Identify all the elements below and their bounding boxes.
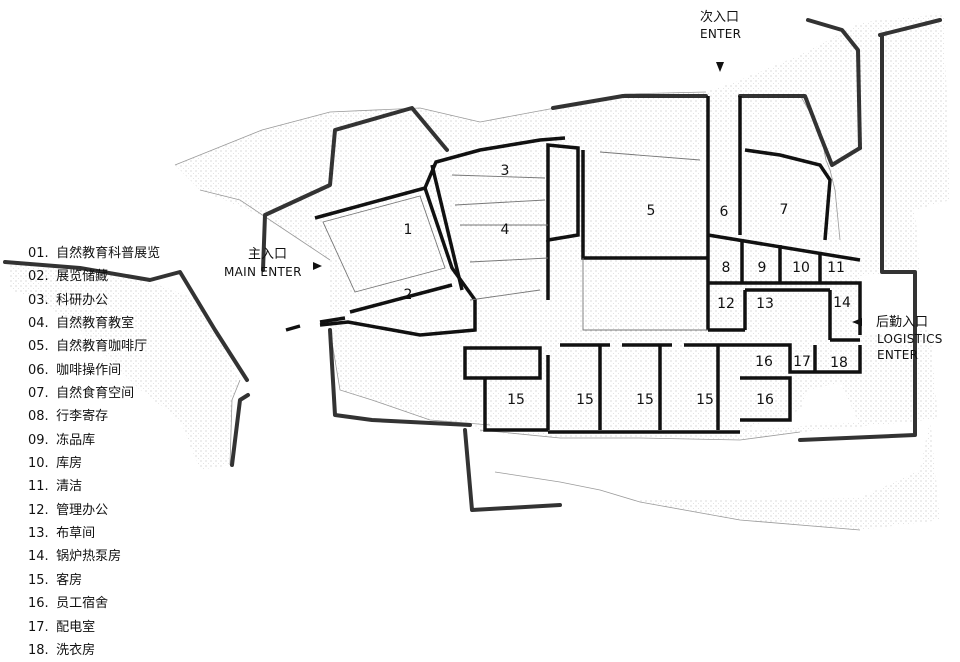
- room-label: 11: [827, 260, 845, 276]
- room-label: 15: [576, 392, 594, 408]
- room-label: 3: [501, 163, 510, 179]
- legend-item: 01. 自然教育科普展览: [28, 246, 161, 261]
- room-label: 4: [501, 222, 510, 238]
- logistics-entrance-label-en1: LOGISTICS: [877, 332, 943, 346]
- room-label: 13: [756, 296, 774, 312]
- room-label: 7: [780, 202, 789, 218]
- legend-item: 06. 咖啡操作间: [28, 362, 122, 378]
- main-entrance-label-en: MAIN ENTER: [224, 265, 302, 279]
- legend-item: 11. 清洁: [28, 479, 83, 495]
- site-contours: [174, 91, 861, 531]
- room-label: 10: [792, 260, 810, 276]
- room-label: 16: [755, 354, 773, 370]
- secondary-entrance-label-en: ENTER: [700, 27, 741, 41]
- room-label: 1: [404, 222, 413, 238]
- room-label: 15: [507, 392, 525, 408]
- legend-item: 17. 配电室: [28, 619, 96, 635]
- legend-item: 10. 库房: [28, 456, 83, 472]
- room-label: 16: [756, 392, 774, 408]
- room-label: 14: [833, 295, 851, 311]
- legend-item: 13. 布草间: [28, 526, 96, 542]
- room-label: 18: [830, 355, 848, 371]
- legend-item: 14. 锅炉热泵房: [28, 549, 122, 565]
- room-label: 2: [404, 287, 413, 303]
- room-labels: 1 2 3 4 5 6 7 8 9 10 11 12 13 14 15 15 1…: [404, 163, 851, 408]
- room-label: 15: [636, 392, 654, 408]
- legend-item: 15. 客房: [28, 572, 83, 588]
- legend-item: 02. 展览储藏: [28, 269, 109, 285]
- room-label: 15: [696, 392, 714, 408]
- room-label: 8: [722, 260, 731, 276]
- main-entrance-label-cn: 主入口: [248, 247, 287, 262]
- legend-item: 09. 冻品库: [28, 432, 96, 448]
- legend-item: 03. 科研办公: [28, 292, 109, 308]
- legend-item: 16. 员工宿舍: [28, 596, 109, 612]
- legend-item: 04. 自然教育教室: [28, 316, 135, 332]
- secondary-entrance-label-cn: 次入口: [700, 9, 739, 25]
- interior-partitions: [322, 151, 708, 331]
- room-label: 5: [647, 203, 656, 219]
- legend-item: 07. 自然食育空间: [28, 386, 135, 402]
- room-label: 9: [758, 260, 767, 276]
- logistics-entrance-label-en2: ENTER: [877, 348, 918, 362]
- site-boundary-walls: [3, 18, 942, 512]
- legend-item: 08. 行李寄存: [28, 409, 109, 425]
- entry-arrows: [313, 62, 862, 326]
- logistics-entrance-label-cn: 后勤入口: [876, 315, 928, 330]
- room-label: 17: [793, 354, 811, 370]
- room-legend: 01. 自然教育科普展览 02. 展览储藏 03. 科研办公 04. 自然教育教…: [28, 242, 160, 662]
- legend-item: 18. 洗衣房: [28, 642, 96, 658]
- terrain-hatching: [10, 14, 950, 530]
- legend-item: 12. 管理办公: [28, 502, 109, 518]
- entrance-labels: 主入口 MAIN ENTER 次入口 ENTER 后勤入口 LOGISTICS …: [224, 9, 943, 362]
- room-label: 12: [717, 296, 735, 312]
- legend-item: 05. 自然教育咖啡厅: [28, 339, 148, 355]
- room-label: 6: [720, 204, 729, 220]
